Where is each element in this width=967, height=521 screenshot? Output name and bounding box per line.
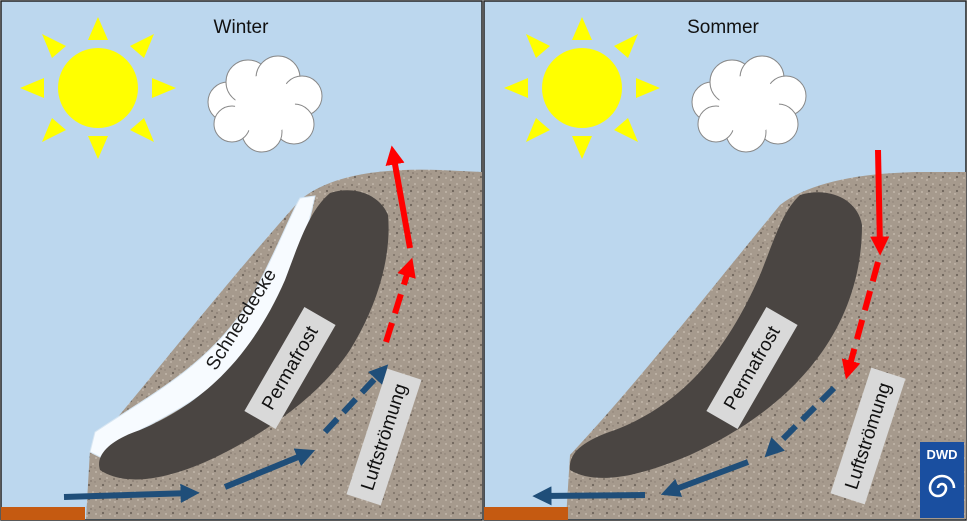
winter-cold-air-arrow xyxy=(223,448,316,490)
winter-warm-air-arrows xyxy=(383,145,416,343)
swirl-icon xyxy=(928,474,956,498)
summer-cold-air-arrow xyxy=(532,486,646,506)
summer-cold-air-arrow xyxy=(660,459,750,497)
summer-warm-air-arrows xyxy=(841,149,890,380)
winter-title: Winter xyxy=(214,17,270,38)
winter-ground-strip xyxy=(1,507,85,520)
summer-warm-air-arrow xyxy=(870,149,890,256)
summer-permafrost-label-box xyxy=(706,307,798,429)
summer-permafrost xyxy=(569,192,862,478)
summer-warm-air-arrow-dashed xyxy=(841,261,881,380)
summer-panel: Sommer Permafrost Luftströmung DWD xyxy=(483,0,967,521)
winter-warm-air-arrow xyxy=(385,145,413,249)
winter-permafrost-label-box xyxy=(244,307,336,429)
summer-sun-icon xyxy=(504,17,660,159)
winter-warm-air-arrow-dashed xyxy=(383,257,416,343)
dwd-logo: DWD xyxy=(920,442,964,518)
winter-cold-air-arrow-dashed xyxy=(322,364,389,435)
summer-airflow-label-box xyxy=(830,367,906,505)
dwd-logo-text: DWD xyxy=(926,447,957,462)
winter-cold-air-arrows xyxy=(63,364,389,503)
winter-cloud-icon xyxy=(207,55,323,153)
summer-cold-air-arrows xyxy=(532,385,837,506)
summer-title: Sommer xyxy=(687,17,759,38)
winter-sun-icon xyxy=(20,17,176,159)
winter-panel: Winter Schneedecke Permafrost Luftströmu… xyxy=(0,0,483,521)
summer-cold-air-arrow-dashed xyxy=(764,385,837,458)
summer-ground-strip xyxy=(484,507,568,520)
summer-cloud-icon xyxy=(691,55,807,153)
winter-airflow-label-box xyxy=(346,368,422,506)
winter-permafrost xyxy=(99,190,389,480)
winter-cold-air-arrow xyxy=(63,483,200,503)
